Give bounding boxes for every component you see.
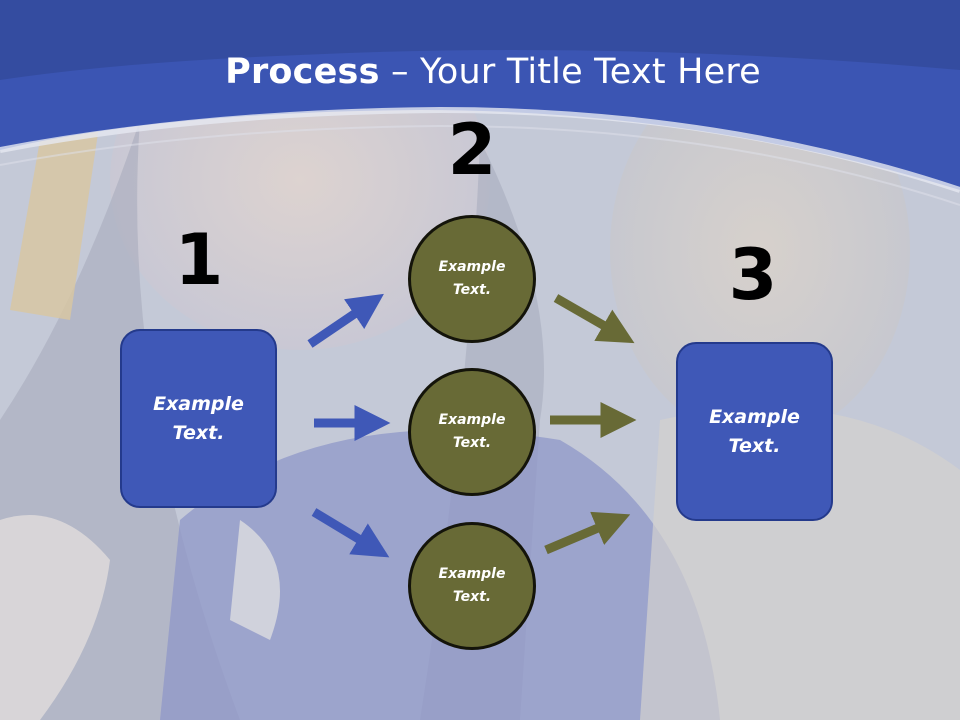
end-box-line-2: Text. <box>728 434 781 457</box>
start-box-line-2: Text. <box>172 421 225 444</box>
arrow-from-bottom <box>544 511 631 555</box>
circle-bottom-line-1: Example <box>438 566 506 582</box>
start-box-line-1: Example <box>153 392 244 415</box>
arrow-from-top <box>553 294 635 344</box>
start-box: Example Text. <box>120 329 277 508</box>
circle-middle-line-1: Example <box>438 412 506 428</box>
circle-top-line-1: Example <box>438 259 506 275</box>
circle-bottom: Example Text. <box>408 522 536 650</box>
circle-top: Example Text. <box>408 215 536 343</box>
circle-bottom-line-2: Text. <box>452 589 492 605</box>
circle-top-line-2: Text. <box>452 282 492 298</box>
arrow-to-top <box>307 293 384 348</box>
arrow-to-bottom <box>311 508 390 558</box>
title-bold: Process <box>225 52 380 92</box>
end-box-line-1: Example <box>709 405 800 428</box>
circle-middle: Example Text. <box>408 368 536 496</box>
circle-middle-line-2: Text. <box>452 435 492 451</box>
end-box: Example Text. <box>676 342 833 521</box>
slide-title: Process – Your Title Text Here <box>0 52 960 92</box>
step-number-1: 1 <box>174 219 224 301</box>
title-rest: – Your Title Text Here <box>379 52 761 92</box>
step-number-3: 3 <box>728 234 778 316</box>
step-number-2: 2 <box>447 109 497 191</box>
